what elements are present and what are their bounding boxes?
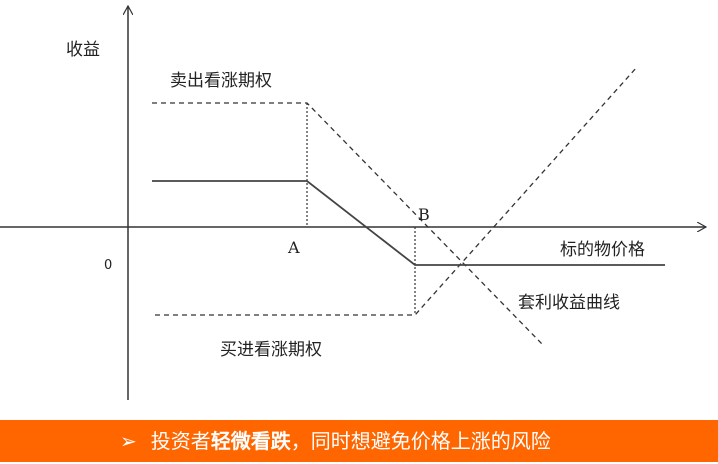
buy-call-label: 买进看涨期权 bbox=[220, 340, 322, 360]
sell-call-label: 卖出看涨期权 bbox=[170, 71, 272, 91]
point-b-label: B bbox=[418, 205, 430, 224]
y-axis-label: 收益 bbox=[66, 40, 100, 60]
bullet-icon: ➢ bbox=[120, 429, 137, 453]
arbitrage-curve bbox=[152, 180, 665, 266]
banner-text-before: 投资者 bbox=[150, 429, 211, 453]
payoff-diagram bbox=[0, 0, 718, 400]
arbitrage-curve-label: 套利收益曲线 bbox=[518, 293, 620, 313]
banner-text-bold: 轻微看跌 bbox=[210, 429, 291, 453]
sell-call-line bbox=[152, 102, 544, 346]
summary-banner: ➢ 投资者轻微看跌，同时想避免价格上涨的风险 bbox=[0, 420, 718, 462]
origin-label: 0 bbox=[104, 258, 113, 273]
x-axis-label: 标的物价格 bbox=[560, 240, 645, 260]
banner-text-after: ，同时想避免价格上涨的风险 bbox=[290, 429, 551, 453]
buy-call-line bbox=[155, 66, 638, 316]
point-a-label: A bbox=[288, 238, 300, 257]
